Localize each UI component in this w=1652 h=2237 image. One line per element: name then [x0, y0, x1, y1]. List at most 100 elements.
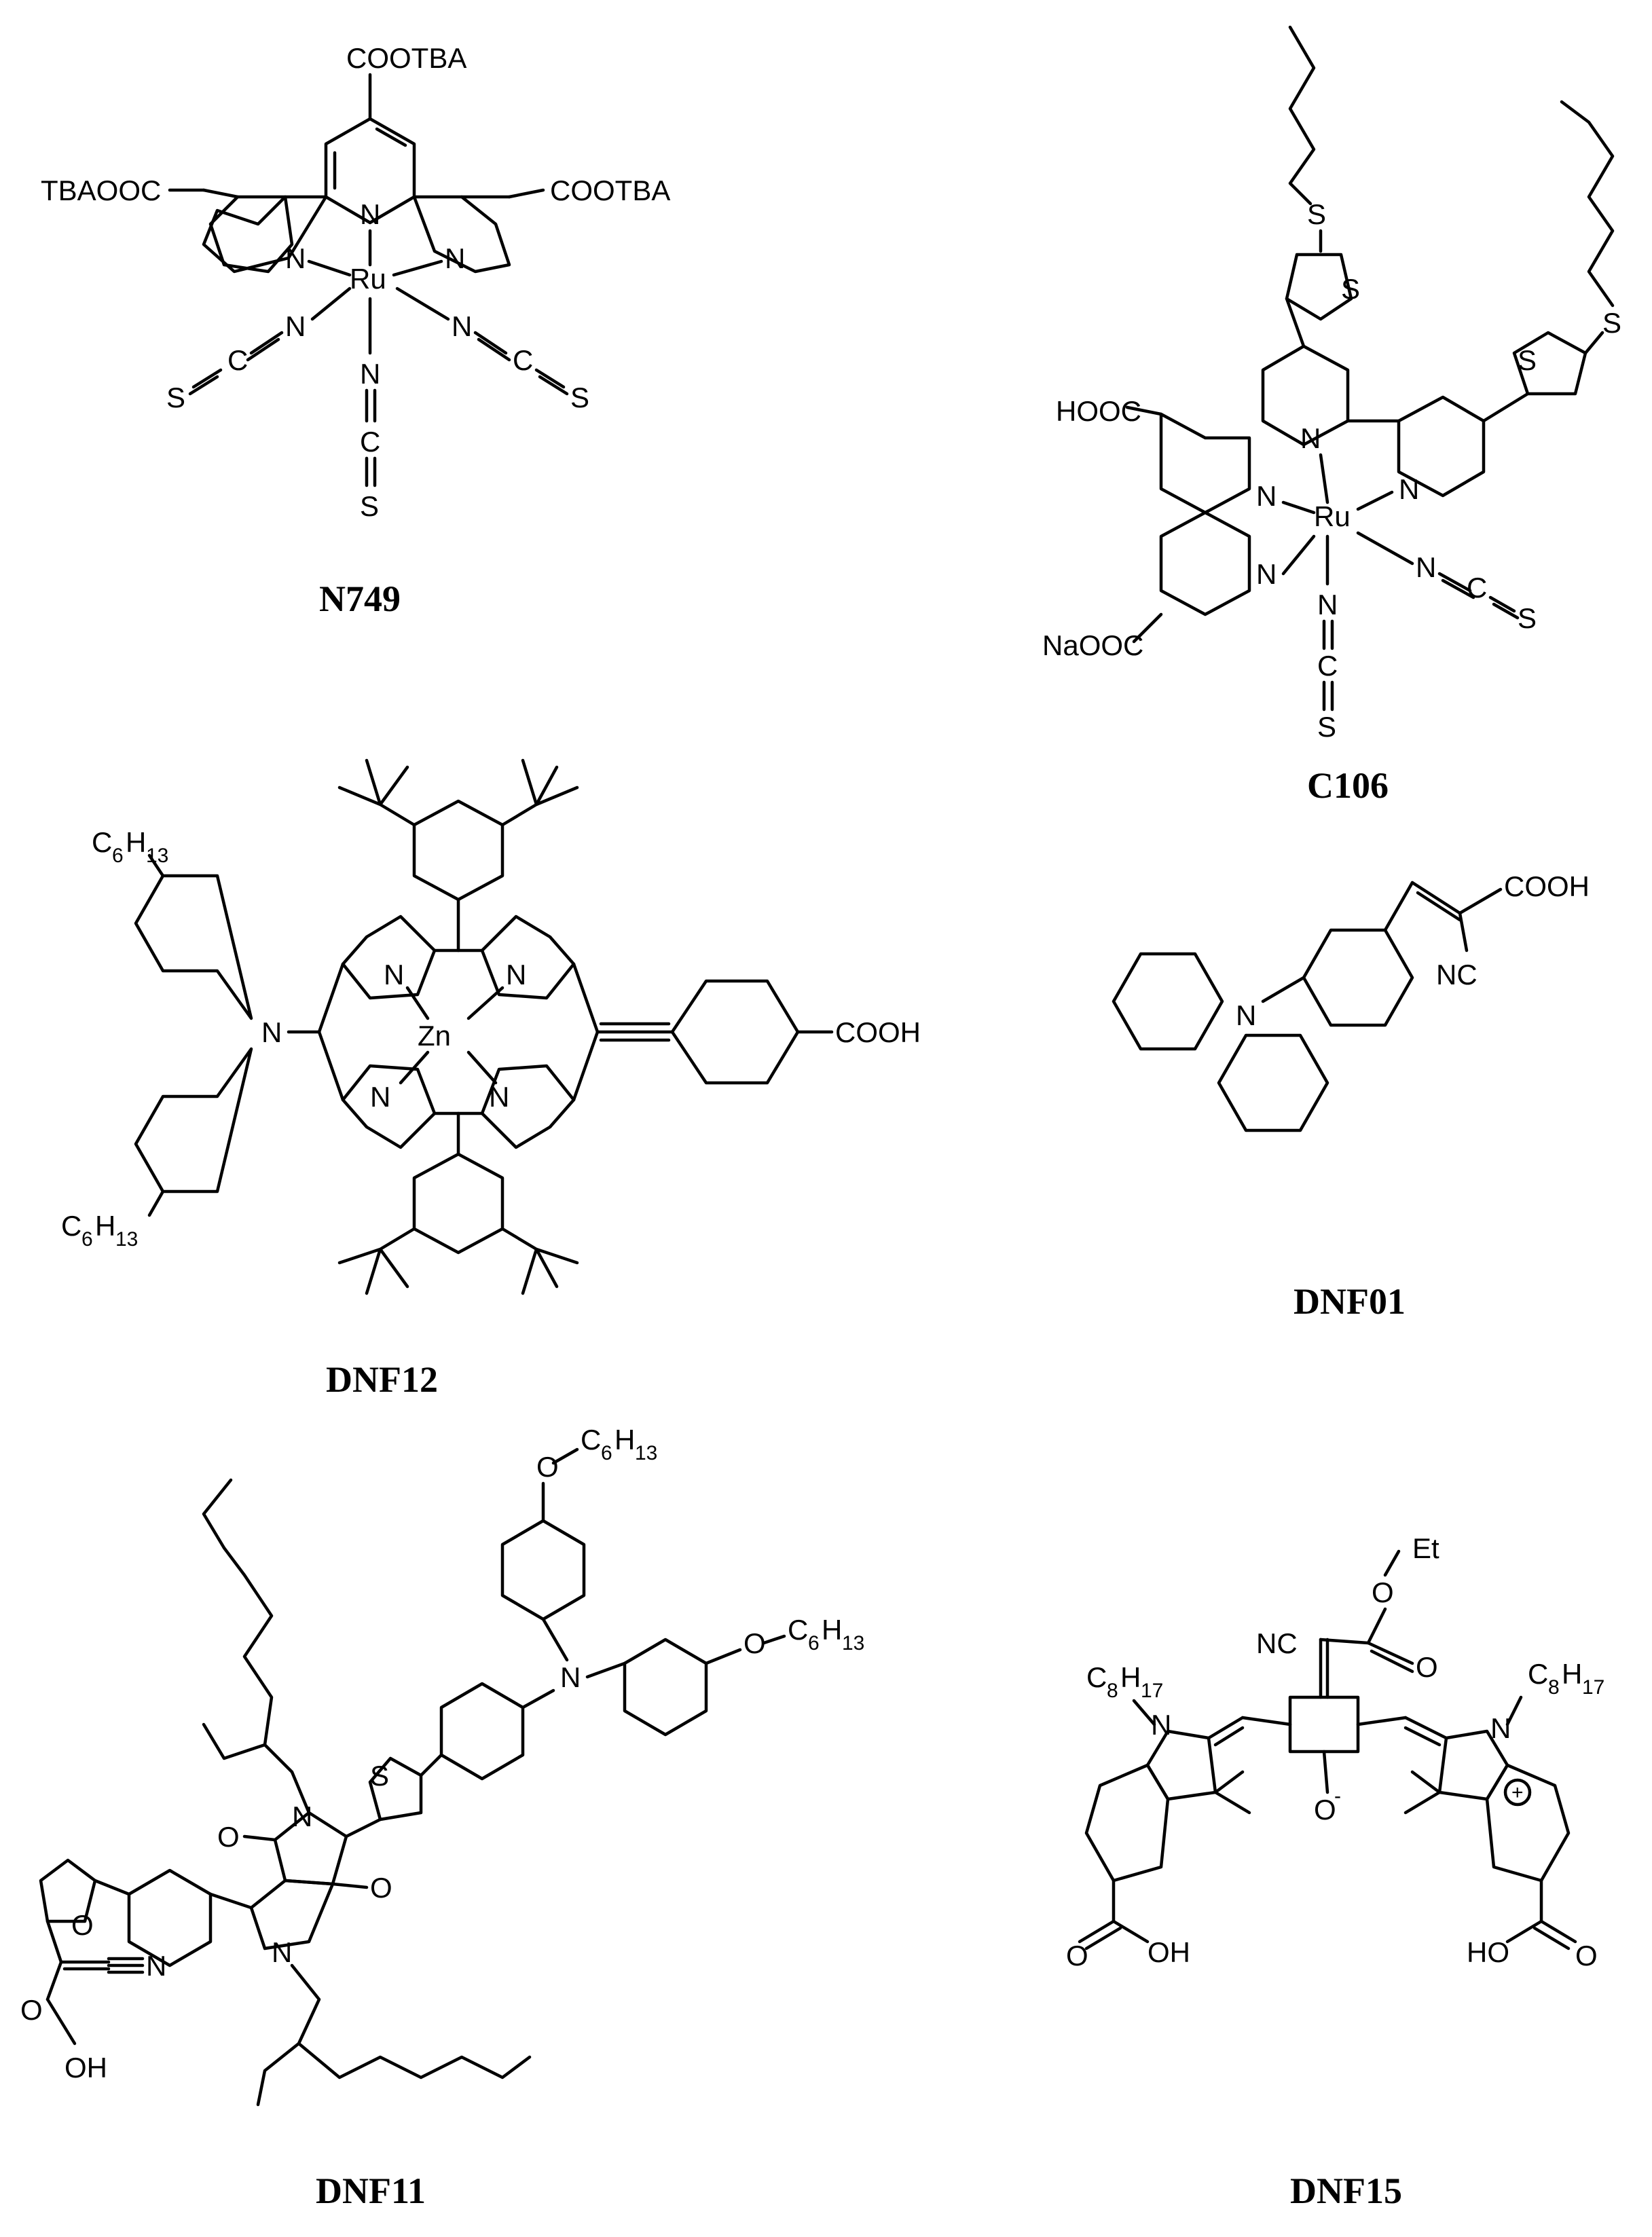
dnf12-n-bl: N	[370, 1081, 390, 1113]
dnf15-o-acid-right: O	[1575, 1940, 1598, 1972]
dnf15-oh-acid-left: OH	[1148, 1936, 1190, 1968]
c106-s-chain-1: S	[1307, 198, 1326, 230]
dnf12-caption: DNF12	[326, 1359, 438, 1400]
compound-dnf15: Et O O NC O - N C 8 H 17 O OH	[1066, 1532, 1604, 2211]
c106-ncs-down-c: C	[1317, 650, 1338, 682]
c106-ncs-right-s: S	[1518, 602, 1537, 634]
c106-s-ring-2: S	[1518, 344, 1537, 376]
c106-naooc: NaOOC	[1042, 629, 1143, 661]
dnf11-o-top: O	[536, 1451, 559, 1483]
dnf11-acid-oh: OH	[65, 2052, 107, 2084]
n749-ncs-right-c: C	[513, 344, 533, 376]
dnf12-c6h13-top-c: C	[92, 826, 112, 858]
n749-ncs-right-n: N	[452, 310, 472, 342]
dnf15-o-acid-left: O	[1066, 1940, 1088, 1972]
dnf11-o-lactam-top: O	[217, 1821, 240, 1853]
n749-right-label: COOTBA	[550, 174, 670, 206]
dnf12-cooh: COOH	[835, 1016, 921, 1048]
dnf11-n-bot: N	[272, 1936, 292, 1968]
n749-caption: N749	[319, 578, 401, 619]
dnf11-c6h13-top-h: H	[614, 1424, 635, 1456]
c106-s-ring-1: S	[1341, 273, 1360, 305]
dnf15-o-minus: O	[1314, 1794, 1336, 1826]
dnf15-nc: NC	[1256, 1627, 1298, 1659]
dnf12-c6h13-bot-h: H	[95, 1210, 115, 1242]
dnf11-c6h13-right-c: C	[788, 1614, 808, 1646]
dnf11-caption: DNF11	[316, 2170, 426, 2211]
compound-dnf01: N COOH NC DNF01	[1112, 870, 1590, 1322]
dnf01-amine-n: N	[1236, 999, 1256, 1031]
n749-top-label: COOTBA	[346, 42, 466, 74]
c106-hooc: HOOC	[1056, 395, 1141, 427]
n749-ncs-left-n: N	[285, 310, 306, 342]
dnf12-c6h13-bot-c: C	[61, 1210, 81, 1242]
dnf11-o-lactam-bot: O	[370, 1872, 392, 1904]
c106-ncs-right-n: N	[1416, 551, 1436, 583]
dnf15-c8h17-right-c: C	[1528, 1658, 1548, 1690]
dnf11-amine-n: N	[560, 1661, 581, 1693]
dnf15-caption: DNF15	[1290, 2170, 1402, 2211]
dnf15-minus: -	[1334, 1785, 1341, 1807]
dnf12-c6h13-bot-sub1: 6	[81, 1228, 93, 1251]
dnf11-c6h13-top-sub2: 13	[635, 1442, 657, 1464]
c106-s-chain-2: S	[1602, 307, 1621, 339]
dnf15-c8h17-left-sub1: 8	[1107, 1680, 1118, 1702]
n749-ncs-down-c: C	[360, 426, 380, 458]
n749-ncs-down-n: N	[360, 358, 380, 390]
dnf15-et: Et	[1412, 1532, 1439, 1564]
dnf15-c8h17-left-h: H	[1120, 1661, 1141, 1693]
c106-n1: N	[1300, 422, 1321, 454]
dnf11-cn: N	[146, 1950, 166, 1982]
dnf11-c6h13-top-c: C	[581, 1424, 601, 1456]
compound-dnf12: N N N N Zn COOH N C 6 H 13 C 6 H 13	[61, 758, 921, 1400]
c106-n2: N	[1399, 473, 1419, 505]
c106-ru: Ru	[1314, 500, 1351, 532]
n749-n-left: N	[285, 242, 306, 274]
c106-n3: N	[1256, 480, 1277, 512]
n749-ncs-left-c: C	[227, 344, 248, 376]
dnf15-n-right: N	[1490, 1712, 1511, 1744]
compound-c106: S S N N S S Ru N N HOOC NaOOC	[1042, 25, 1621, 806]
dnf11-c6h13-right-sub2: 13	[842, 1632, 864, 1654]
dnf01-nc: NC	[1436, 959, 1477, 991]
dnf11-acid-o: O	[20, 1994, 43, 2026]
n749-ru: Ru	[350, 263, 386, 295]
compound-n749: COOTBA TBAOOC COOTBA N N N Ru N C S N	[41, 42, 670, 619]
dnf11-n-top: N	[292, 1800, 312, 1832]
dnf15-o-ester: O	[1372, 1576, 1394, 1608]
dnf11-furan-o: O	[71, 1909, 94, 1941]
dnf11-s: S	[370, 1760, 389, 1792]
c106-ncs-right-c: C	[1467, 572, 1487, 604]
dnf01-cooh: COOH	[1504, 870, 1590, 902]
n749-ncs-left-s: S	[166, 382, 185, 413]
c106-ncs-down-s: S	[1317, 711, 1336, 743]
compound-dnf11: O C 6 H 13 N O C 6 H 13 S N N O O	[20, 1424, 864, 2211]
dnf11-c6h13-right-sub1: 6	[808, 1632, 820, 1654]
dnf15-plus: +	[1511, 1781, 1524, 1804]
dnf12-c6h13-top-h: H	[126, 826, 146, 858]
dnf15-c8h17-right-sub2: 17	[1582, 1676, 1604, 1699]
c106-caption: C106	[1307, 765, 1389, 806]
dnf01-caption: DNF01	[1293, 1281, 1406, 1322]
n749-n-center: N	[360, 198, 380, 230]
c106-n4: N	[1256, 558, 1277, 590]
dnf15-c8h17-left-sub2: 17	[1141, 1680, 1163, 1702]
n749-ncs-down-s: S	[360, 490, 379, 522]
dnf12-n-br: N	[489, 1081, 509, 1113]
n749-left-label: TBAOOC	[41, 174, 161, 206]
dnf12-c6h13-top-sub2: 13	[146, 845, 168, 867]
dnf12-n-tr: N	[506, 959, 526, 991]
dnf15-c8h17-right-h: H	[1562, 1658, 1582, 1690]
dnf12-amine-n: N	[261, 1016, 282, 1048]
dnf15-ho-acid-right: HO	[1467, 1936, 1509, 1968]
dnf12-n-tl: N	[384, 959, 404, 991]
dnf12-c6h13-bot-sub2: 13	[115, 1228, 138, 1251]
dnf12-c6h13-top-sub1: 6	[112, 845, 124, 867]
n749-n-right: N	[445, 242, 465, 274]
dnf12-zn: Zn	[418, 1020, 451, 1052]
c106-ncs-down-n: N	[1317, 589, 1338, 621]
dnf11-c6h13-right-h: H	[822, 1614, 842, 1646]
dnf11-o-right: O	[744, 1627, 766, 1659]
dnf15-o-carbonyl: O	[1416, 1651, 1438, 1683]
